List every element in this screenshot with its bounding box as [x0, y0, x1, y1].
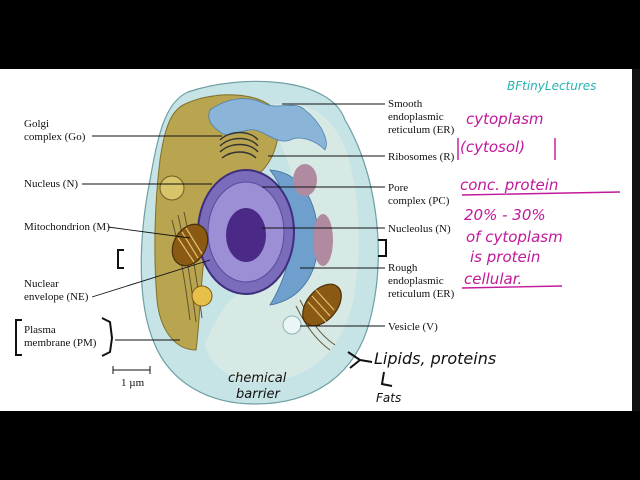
note-fats: Fats: [376, 391, 401, 405]
nucleolus: [226, 208, 266, 262]
scale-bar: 1 µm: [112, 366, 151, 389]
label-rough-er-1: Rough: [388, 262, 418, 274]
note-of-cytoplasm: of cytoplasm: [466, 228, 563, 246]
bracket-left-small: [117, 249, 124, 269]
vesicle: [282, 315, 302, 335]
bracket-right-small: [378, 239, 387, 257]
left-labels: Golgi complex (Go) Nucleus (N) Mitochond…: [24, 118, 110, 349]
magenta-underlines: [457, 138, 621, 289]
right-edge-bar: [632, 69, 640, 411]
right-labels: Smooth endoplasmic reticulum (ER) Riboso…: [388, 98, 455, 333]
label-plasma-membrane-2: membrane (PM): [24, 337, 97, 349]
label-rough-er-3: reticulum (ER): [388, 288, 455, 300]
bracket-plasma-right: [101, 317, 114, 357]
bracket-plasma-left: [15, 319, 22, 356]
note-lipids-proteins: Lipids, proteins: [374, 349, 496, 368]
golgi-stack: [219, 131, 259, 159]
arrow-fats: [380, 371, 393, 387]
label-smooth-er-3: reticulum (ER): [388, 124, 455, 136]
label-smooth-er-2: endoplasmic: [388, 111, 444, 123]
vacuole-right: [313, 214, 333, 266]
vacuole-top: [293, 164, 317, 196]
label-nuclear-envelope-1: Nuclear: [24, 278, 59, 290]
arrow-lipids: [347, 351, 373, 369]
label-golgi-1: Golgi: [24, 118, 49, 130]
note-cellular: cellular.: [464, 270, 522, 288]
label-nucleolus: Nucleolus (N): [388, 223, 451, 235]
label-ribosomes: Ribosomes (R): [388, 151, 455, 163]
mito-cross-section: [191, 285, 213, 307]
handwritten-brackets: [15, 239, 393, 387]
label-pore-complex-2: complex (PC): [388, 195, 450, 207]
note-barrier: barrier: [236, 387, 282, 402]
label-nucleus: Nucleus (N): [24, 178, 78, 190]
note-cytosol: (cytosol): [460, 138, 525, 156]
note-conc-protein: conc. protein: [460, 176, 558, 194]
label-plasma-membrane-1: Plasma: [24, 324, 56, 336]
label-pore-complex-1: Pore: [388, 182, 408, 194]
label-rough-er-2: endoplasmic: [388, 275, 444, 287]
note-chemical: chemical: [228, 371, 287, 386]
leader-lines: [82, 103, 385, 341]
label-nuclear-envelope-2: envelope (NE): [24, 291, 89, 303]
mitochondrion-left: [171, 223, 209, 267]
label-golgi-2: complex (Go): [24, 131, 86, 143]
note-is-protein: is protein: [470, 248, 540, 266]
label-mitochondrion: Mitochondrion (M): [24, 221, 110, 233]
mitochondrion-right: [302, 283, 342, 327]
label-smooth-er-1: Smooth: [388, 98, 423, 110]
smooth-er: [208, 98, 327, 151]
black-notes: chemical barrier Lipids, proteins Fats: [228, 349, 496, 405]
magenta-notes: cytoplasm (cytosol) conc. protein 20% - …: [460, 110, 563, 288]
note-percent: 20% - 30%: [464, 206, 546, 224]
label-vesicle: Vesicle (V): [388, 321, 438, 333]
note-cytoplasm: cytoplasm: [466, 110, 544, 128]
watermark: BFtinyLectures: [507, 79, 596, 93]
cell-diagram: [140, 80, 379, 405]
golgi-vesicle: [159, 175, 185, 201]
scale-bar-label: 1 µm: [121, 377, 145, 389]
